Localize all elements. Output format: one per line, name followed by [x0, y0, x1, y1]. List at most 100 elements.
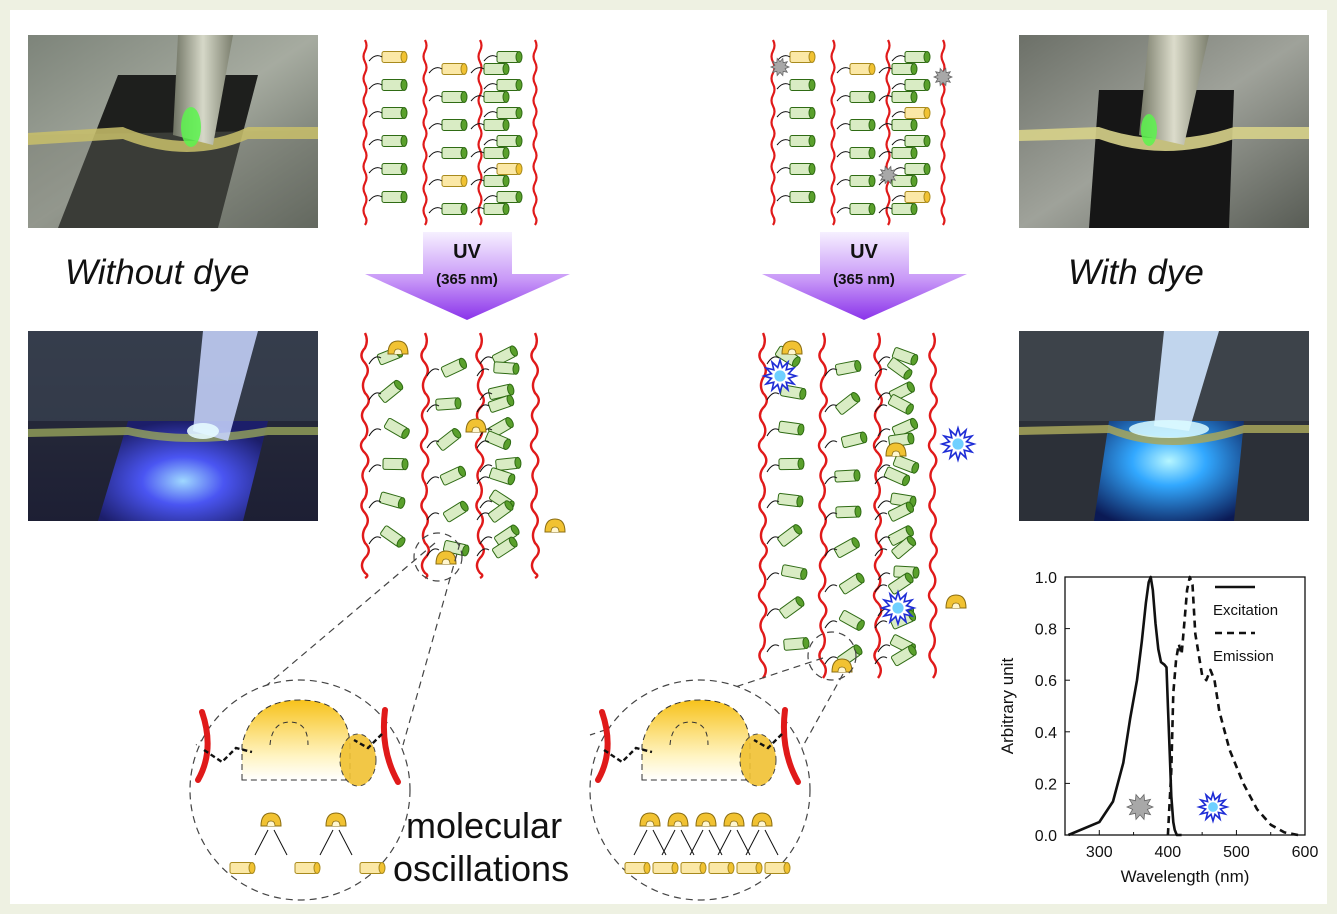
mesogen-tilted [439, 465, 467, 486]
mesogen-tilted [491, 345, 518, 366]
legend-label-emission: Emission [1213, 648, 1274, 665]
mesogen [483, 91, 510, 103]
mini-mesogen-straight [652, 862, 679, 874]
polymer-chain [885, 39, 891, 226]
mesogen-tilted [443, 500, 469, 523]
lc-disordered-with-dye [757, 332, 977, 679]
mesogen-tilted [778, 420, 805, 436]
mini-mesogen-straight [229, 862, 256, 874]
mini-photoswitch-bent [723, 812, 745, 827]
y-tick-label: 0.8 [1035, 622, 1057, 639]
polymer-chain [927, 332, 938, 679]
mesogen-tilted [834, 469, 861, 483]
mesogen-tilted [835, 505, 862, 519]
mini-mesogen-straight [680, 862, 707, 874]
polymer-chain [757, 332, 768, 679]
mesogen [789, 107, 816, 119]
mesogen [441, 119, 468, 131]
mesogen-tilted [488, 467, 516, 486]
mesogen-tilted [891, 347, 919, 366]
mesogen [849, 175, 876, 187]
zoom-circle-left [189, 679, 411, 901]
mesogen-tilted [783, 637, 810, 651]
lc-disordered-without-dye [359, 332, 566, 580]
mesogen-photoswitch [441, 63, 468, 75]
dye-molecule-dark [877, 165, 899, 185]
series-line-excitation [1067, 575, 1182, 837]
mesogen [789, 163, 816, 175]
uv-wavelength-right: (365 nm) [833, 271, 895, 288]
mesogen [849, 119, 876, 131]
figure-canvas: Without dye With dye UV (365 nm) UV (365… [10, 10, 1327, 904]
photoswitch-bent [885, 442, 907, 457]
mini-photoswitch-bent [751, 812, 773, 827]
mesogen [904, 79, 931, 91]
photo-with-dye-uv [1019, 331, 1309, 521]
uv-label-left: UV [453, 241, 481, 263]
chart-xlabel: Wavelength (nm) [1121, 867, 1250, 886]
mesogen-tilted [887, 525, 914, 546]
legend-label-excitation: Excitation [1213, 602, 1278, 619]
mesogen [789, 191, 816, 203]
photoswitch-bent [435, 550, 457, 565]
mini-mesogen-straight [294, 862, 321, 874]
without-dye-label: Without dye [65, 253, 250, 292]
mini-mesogen-straight [624, 862, 651, 874]
mesogen [496, 191, 523, 203]
polymer-chain [817, 332, 828, 679]
mesogen-tilted [378, 491, 406, 509]
zoom-overlay [189, 532, 857, 901]
mesogen-tilted [493, 361, 520, 375]
mesogen-tilted [892, 455, 920, 474]
x-tick-label: 500 [1223, 844, 1250, 861]
molecular-oscillations-line1: molecular [406, 805, 563, 846]
mesogen [789, 135, 816, 147]
polymer-chain [419, 332, 430, 580]
lc-ordered-without-dye [362, 39, 538, 226]
mesogen-tilted [380, 525, 406, 548]
mesogen [891, 63, 918, 75]
uv-label-right: UV [850, 241, 878, 263]
mesogen [496, 51, 523, 63]
dye-molecule-emitting [939, 425, 977, 463]
mesogen-tilted [495, 456, 522, 471]
mesogen [496, 107, 523, 119]
polymer-chain [872, 332, 883, 679]
mesogen [483, 119, 510, 131]
mesogen [496, 135, 523, 147]
photoswitch-zoomed [641, 699, 777, 787]
chart-ylabel: Arbitrary unit [998, 658, 1017, 755]
polymer-chain [529, 332, 540, 580]
zoom-tether-right [753, 733, 783, 750]
series-line-emission [1166, 575, 1299, 837]
polymer-chain [362, 39, 368, 226]
photoswitch-bent [387, 340, 409, 355]
mesogen-tilted [383, 417, 410, 439]
zoom-tether-left [603, 746, 653, 764]
mesogen-tilted [435, 397, 462, 411]
polymer-chain [532, 39, 538, 226]
y-tick-label: 0.6 [1035, 673, 1057, 690]
mesogen-tilted [436, 428, 462, 451]
mesogen [789, 79, 816, 91]
y-tick-label: 0.4 [1035, 725, 1057, 742]
uv-wavelength-left: (365 nm) [436, 271, 498, 288]
polymer-chain [830, 39, 836, 226]
mesogen [483, 147, 510, 159]
zoom-tether-right [353, 733, 383, 750]
zoom-polymer-right [780, 707, 801, 785]
x-tick-label: 300 [1086, 844, 1113, 861]
lc-ordered-with-dye [769, 39, 954, 226]
polymer-chain [359, 332, 370, 580]
mesogen-tilted [834, 359, 862, 376]
mesogen [441, 91, 468, 103]
photo-with-dye-visible [1019, 35, 1309, 228]
photo-without-dye-visible [28, 35, 318, 228]
zoom-polymer-left [595, 709, 611, 783]
mesogen-tilted [839, 572, 865, 595]
dye-emitting-marker [1196, 790, 1230, 824]
mesogen-tilted [890, 644, 917, 667]
mesogen-tilted [779, 596, 805, 619]
mini-photoswitch-bent [260, 812, 282, 827]
mini-mesogen-straight [736, 862, 763, 874]
